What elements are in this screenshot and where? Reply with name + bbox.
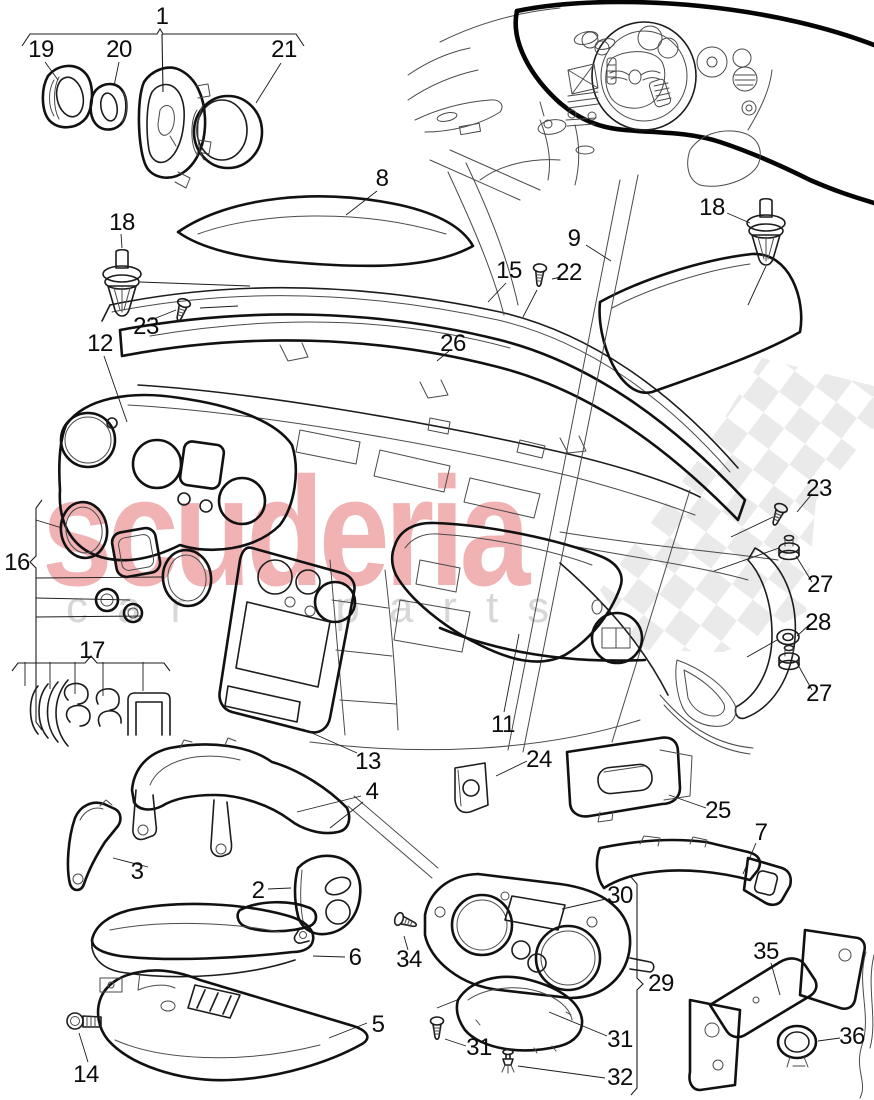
screw-22 — [531, 262, 548, 288]
part-31-lower-cover — [455, 975, 584, 1054]
leader-lines — [11, 27, 841, 1096]
flag-pole-squiggle — [858, 951, 874, 1099]
washer-28 — [776, 628, 800, 646]
part-6-lower-shroud — [90, 900, 318, 978]
watermark-tagline: car parts — [66, 583, 578, 632]
part-15-trim-strip — [101, 286, 739, 473]
part-4-upper-shroud — [130, 737, 351, 858]
part-25-lock-bracket — [565, 736, 693, 823]
part-8-dash-top-pad — [176, 195, 475, 268]
screw-31a — [429, 1016, 445, 1041]
bracket-29 — [630, 876, 644, 1096]
bracket-16 — [29, 499, 43, 731]
part-9-defroster-panel — [598, 252, 803, 394]
bolt-14 — [66, 1012, 102, 1030]
part-36-clamp — [776, 1024, 818, 1068]
part-11-glovebox-door — [390, 521, 623, 663]
bentley-emblem — [628, 69, 642, 85]
part-26-support-bracket — [118, 313, 747, 522]
dash-armature — [127, 162, 797, 879]
screw-34 — [392, 910, 420, 933]
part-7-support-rail — [595, 835, 793, 907]
center-stack-inset — [565, 30, 616, 127]
car-interior-inset — [407, 0, 874, 206]
part-30-cluster-housing — [423, 872, 655, 1000]
dash-outline — [514, 0, 874, 48]
part-17-trim-set — [29, 679, 171, 747]
fasteners — [66, 197, 800, 1074]
part-19-vent-trim — [41, 64, 94, 129]
part-5-column-shroud — [96, 969, 369, 1082]
part-24-clip-nut — [454, 762, 489, 814]
part-35-support-bracket — [688, 928, 867, 1092]
checkered-flag — [600, 358, 874, 652]
part-20-vent-seal — [89, 82, 128, 131]
bracket-1 — [21, 27, 305, 93]
part-21-vent-barrel — [191, 94, 264, 170]
part-16-trim-rings — [59, 500, 213, 624]
vent-assembly — [41, 64, 264, 189]
steering-wheel — [591, 21, 697, 131]
part-12-instrument-fascia — [57, 393, 298, 562]
bracket-17 — [11, 655, 171, 672]
part-2-switch-cover — [293, 854, 362, 944]
part-3-side-bracket — [66, 799, 122, 892]
part-1-vent-housing — [137, 66, 212, 189]
clip-32 — [501, 1048, 515, 1074]
side-vent-ring — [590, 611, 644, 665]
watermark: scuderia car parts — [42, 358, 874, 1099]
